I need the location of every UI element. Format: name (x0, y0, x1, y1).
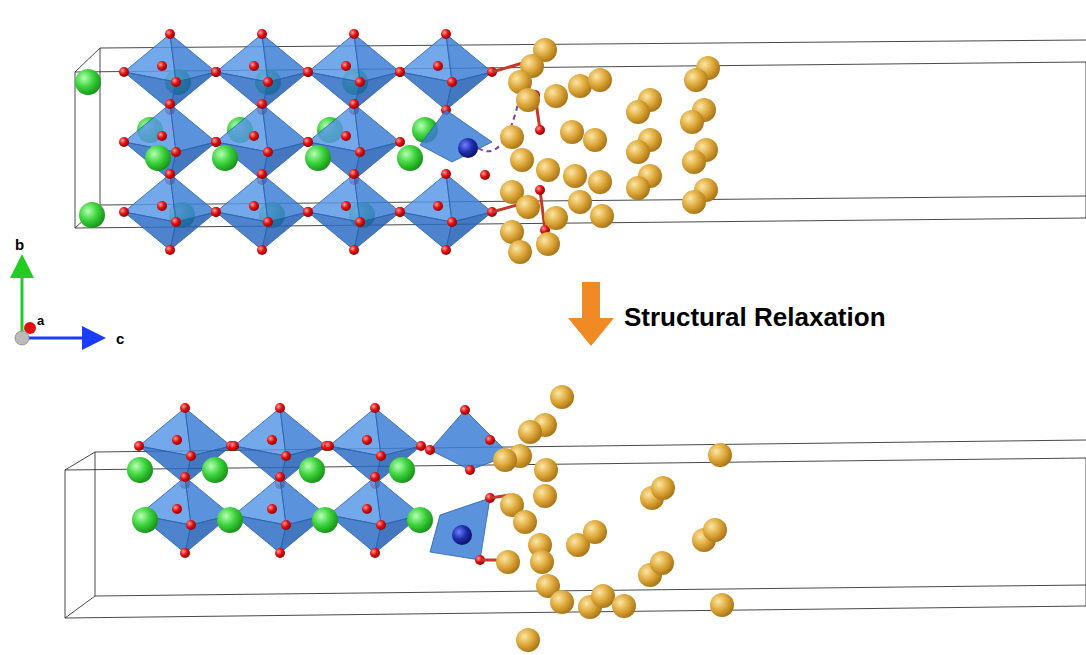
axis-label: c (116, 330, 124, 347)
axis-label: a (37, 313, 44, 328)
process-arrow (568, 282, 614, 346)
process-label: Structural Relaxation (624, 302, 886, 333)
axis-label: b (15, 236, 24, 253)
